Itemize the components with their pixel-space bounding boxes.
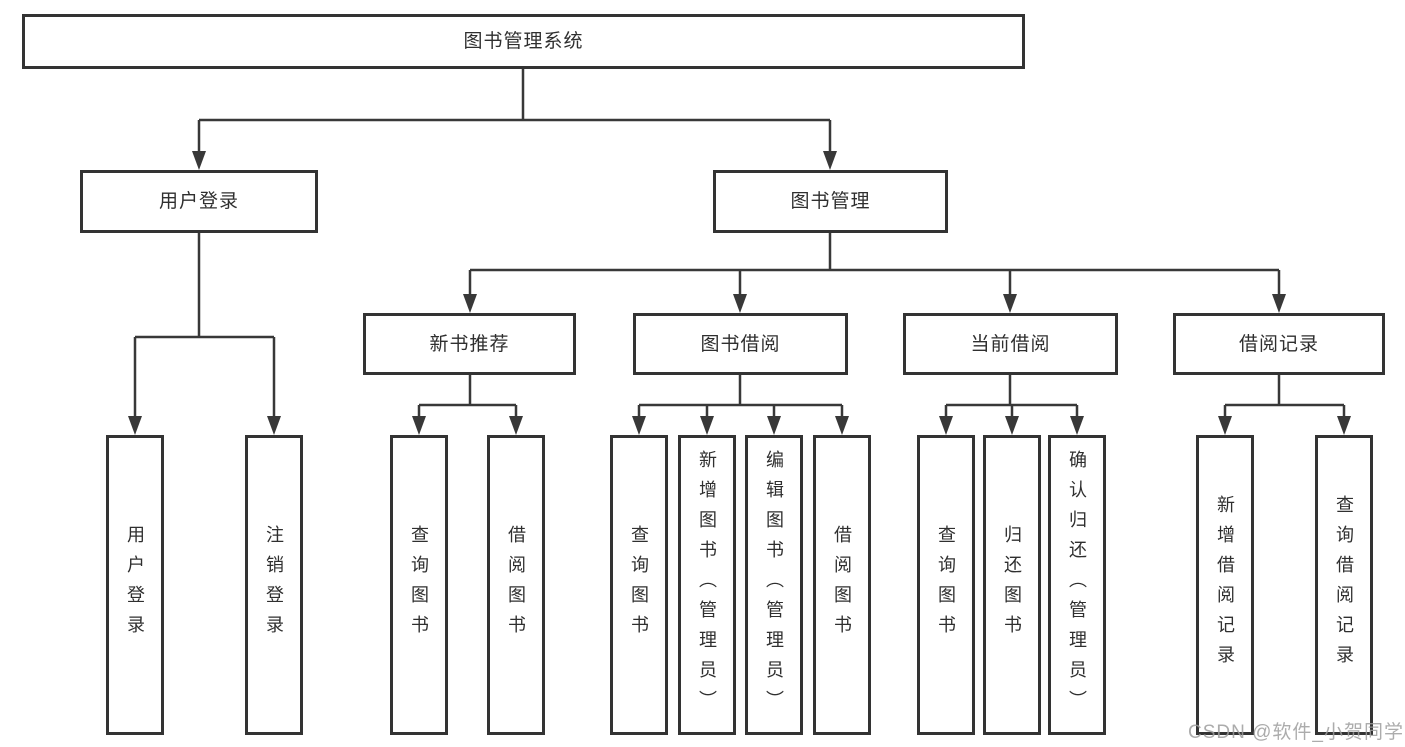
leaf-borrow-books-borrowing: 借阅图书 — [813, 435, 871, 735]
node-label: 图书管理系统 — [463, 31, 584, 52]
node-label: 查询图书 — [936, 525, 956, 645]
node-library-system: 图书管理系统 — [22, 14, 1025, 69]
node-book-borrowing: 图书借阅 — [633, 313, 848, 375]
leaf-query-borrow-record: 查询借阅记录 — [1315, 435, 1373, 735]
leaf-add-borrow-record: 新增借阅记录 — [1196, 435, 1254, 735]
node-label: 归还图书 — [1002, 525, 1022, 645]
node-new-book-recommend: 新书推荐 — [363, 313, 576, 375]
node-label: 借阅记录 — [1238, 333, 1319, 355]
node-label: 图书借阅 — [700, 333, 781, 355]
leaf-query-books-current: 查询图书 — [917, 435, 975, 735]
node-current-borrowing: 当前借阅 — [903, 313, 1118, 375]
node-borrowing-records: 借阅记录 — [1173, 313, 1385, 375]
leaf-confirm-return-admin: 确认归还（管理员） — [1048, 435, 1106, 735]
node-label: 注销登录 — [264, 525, 284, 645]
node-label: 借阅图书 — [506, 525, 526, 645]
node-label: 确认归还（管理员） — [1067, 450, 1087, 720]
node-label: 用户登录 — [158, 191, 239, 212]
leaf-user-login: 用户登录 — [106, 435, 164, 735]
leaf-edit-books-admin: 编辑图书（管理员） — [745, 435, 803, 735]
node-label: 新增借阅记录 — [1215, 495, 1235, 675]
node-label: 当前借阅 — [970, 333, 1051, 355]
leaf-query-books-recommend: 查询图书 — [390, 435, 448, 735]
leaf-add-books-admin: 新增图书（管理员） — [678, 435, 736, 735]
node-label: 查询图书 — [629, 525, 649, 645]
watermark: CSDN @软件_小贺同学 — [1188, 722, 1404, 743]
node-label: 新增图书（管理员） — [697, 450, 717, 720]
node-label: 编辑图书（管理员） — [764, 450, 784, 720]
node-label: 查询图书 — [409, 525, 429, 645]
leaf-return-books: 归还图书 — [983, 435, 1041, 735]
node-user-login: 用户登录 — [80, 170, 318, 233]
leaf-borrow-books-recommend: 借阅图书 — [487, 435, 545, 735]
node-label: 借阅图书 — [832, 525, 852, 645]
node-label: 新书推荐 — [429, 333, 510, 355]
node-label: 查询借阅记录 — [1334, 495, 1354, 675]
node-label: 图书管理 — [790, 191, 871, 212]
node-book-management: 图书管理 — [713, 170, 948, 233]
leaf-query-books-borrowing: 查询图书 — [610, 435, 668, 735]
node-label: 用户登录 — [125, 525, 145, 645]
leaf-logout: 注销登录 — [245, 435, 303, 735]
